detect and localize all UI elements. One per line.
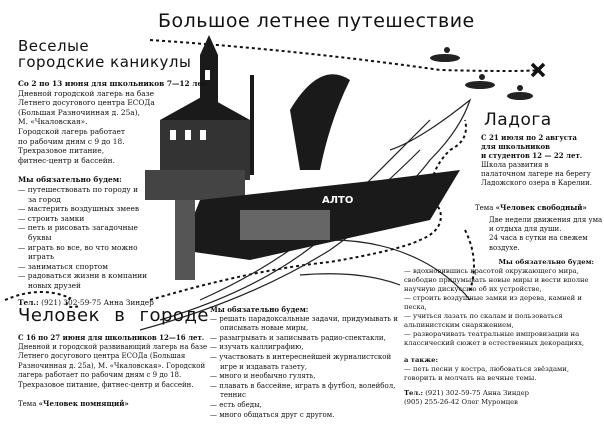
x-mark-icon — [530, 62, 546, 78]
camp1-desc-line: (Большая Разночинная д. 25а), — [18, 107, 140, 117]
camp1-desc-line: Дневной городской лагерь на базе — [18, 88, 155, 98]
theme-label: Тема — [18, 399, 37, 408]
camp1-dates: Со 2 по 13 июня для школьников 7—12 лет. — [18, 79, 210, 88]
camp2-desc-line: лагерь работает по рабочим дням с 9 до 1… — [18, 371, 182, 380]
camp3-extra-line: воздухе. — [489, 243, 520, 252]
camp3-desc-line: Школа развития в — [481, 160, 549, 169]
list-item: — вдохновившись красотой окружающего мир… — [404, 267, 589, 293]
camp1-info: Со 2 по 13 июня для школьников 7—12 лет.… — [18, 79, 209, 308]
camp3-activities: Мы обязательно будем: — вдохновившись кр… — [404, 258, 594, 407]
camp1-desc-line: Трехразовое питание, — [18, 146, 105, 156]
camp3-list: — вдохновившись красотой окружающего мир… — [404, 267, 594, 348]
camp2-desc-line: Летнего досугового центра ЕСОДа (Большая — [18, 352, 186, 361]
phone-number: (905) 255-26-42 Олег Муромцев — [404, 398, 519, 406]
camp2-desc-line: Дневной и городской развивающий лагерь н… — [18, 342, 208, 351]
camp3-list-title: Мы обязательно будем: — [498, 258, 594, 266]
camp2-list: — решать парадоксальные задачи, придумыв… — [210, 315, 400, 421]
camp2-dates: С 16 по 27 июня для школьников 12—16 лет… — [18, 333, 205, 342]
camp2-desc-line: Трехразовое питание, фитнес-центр и басс… — [18, 380, 194, 389]
camp2-heading: Человек в городе — [18, 305, 209, 326]
list-item: — есть обеды, — [210, 400, 262, 409]
poster-title: Большое летнее путешествие — [158, 10, 475, 32]
list-item: — радоваться жизни в компании новых друз… — [18, 271, 148, 290]
ship-label: АЛТО — [322, 195, 353, 206]
theme-label: Тема — [475, 204, 494, 212]
list-item: — заниматься спортом — [18, 261, 108, 271]
camp2-activities: Мы обязательно будем: — решать парадокса… — [210, 305, 400, 420]
list-item: — учиться лазать по скалам и пользоватьс… — [404, 312, 563, 329]
list-item: — играть во все, во что можно играть — [18, 242, 138, 262]
list-item: — решать парадоксальные задачи, придумыв… — [210, 314, 398, 333]
camp3-extra: Две недели движения для ума и отдыха для… — [489, 216, 602, 253]
camp2-list-title: Мы обязательно будем: — [210, 305, 309, 314]
camp3-extra-line: Две недели движения для ума — [489, 216, 603, 224]
boats-icon — [430, 47, 533, 100]
list-item: — плавать в бассейне, играть в футбол, в… — [210, 381, 396, 400]
phone-label: Тел.: — [404, 389, 424, 397]
list-item: — путешествовать по городу и за город — [18, 184, 138, 204]
camp3-theme: Тема «Человек свободный» — [475, 203, 587, 214]
camp1-heading: Веселые городские каникулы — [18, 38, 191, 70]
camp3-info: С 21 июля по 2 августа для школьников и … — [481, 133, 592, 188]
camp1-desc-line: Городской лагерь работает — [18, 126, 126, 136]
camp1-heading-line2: городские каникулы — [18, 53, 192, 71]
phone-number: (921) 302-59-75 Анна Зиндер — [425, 389, 529, 397]
camp2-info: С 16 по 27 июня для школьников 12—16 лет… — [18, 333, 207, 409]
phone-number: (921) 302-59-75 Анна Зиндер — [41, 298, 154, 308]
phone-label: Тел.: — [18, 298, 39, 308]
list-item: — разыгрывать и записывать радио-спектак… — [210, 333, 386, 342]
camp3-phone: Тел.: (921) 302-59-75 Анна Зиндер — [404, 389, 594, 398]
list-item: — изучать каллиграфию, — [210, 343, 304, 352]
camp2-theme: Тема «Человек помнящий» — [18, 399, 207, 410]
camp3-also: — петь песни у костра, любоваться звёзда… — [404, 365, 569, 382]
camp1-list: — путешествовать по городу и за город — … — [18, 185, 148, 291]
list-item: — строить воздушные замки из дерева, кам… — [404, 294, 582, 311]
camp3-extra-line: и отдыха для души. — [489, 225, 562, 234]
camp3-dates-line: для школьников — [481, 142, 551, 152]
camp3-dates-line: С 21 июля по 2 августа — [481, 133, 577, 142]
camp3-dates-line: и студентов 12 — 22 лет. — [481, 151, 583, 161]
camp3-heading: Ладога — [484, 110, 552, 130]
camp2-desc-line: Разночинная д. 25а), М. «Чкаловская». Го… — [18, 361, 206, 370]
list-item: — участвовать в интереснейшей журналистс… — [210, 352, 392, 371]
camp1-desc-line: Летнего досугового центра ЕСОДа — [18, 98, 155, 108]
camp3-extra-line: 24 часа в сутки на свежем — [489, 234, 588, 243]
camp1-desc-line: по рабочим дням с 9 до 18. — [18, 136, 125, 146]
camp1-list-title: Мы обязательно будем: — [18, 175, 122, 185]
theme-value: «Человек помнящий» — [38, 398, 129, 408]
camp3-also-title: а также: — [404, 356, 438, 364]
list-item: — много общаться друг с другом. — [210, 410, 335, 419]
camp1-heading-line1: Веселые — [18, 37, 90, 55]
list-item: — разворачивать театральные импровизации… — [404, 330, 585, 347]
theme-value: «Человек свободный» — [495, 203, 587, 212]
route-dotted-line — [4, 39, 541, 308]
list-item: — много и необычно гулять, — [210, 372, 316, 381]
list-item: — петь и рисовать загадочные буквы — [18, 223, 138, 242]
camp3-desc-line: палаточном лагере на берегу — [481, 169, 591, 178]
list-item: — строить замки — [18, 213, 85, 223]
camp1-phone: Тел.: (921) 302-59-75 Анна Зиндер — [18, 298, 209, 308]
list-item: — мастерить воздушных змеев — [18, 204, 140, 214]
camp3-desc-line: Ладожского озера в Карелии. — [481, 179, 593, 188]
camp1-desc-line: М. «Чкаловская». — [18, 117, 88, 127]
camp1-desc-line: фитнес-центр и бассейн. — [18, 155, 115, 165]
